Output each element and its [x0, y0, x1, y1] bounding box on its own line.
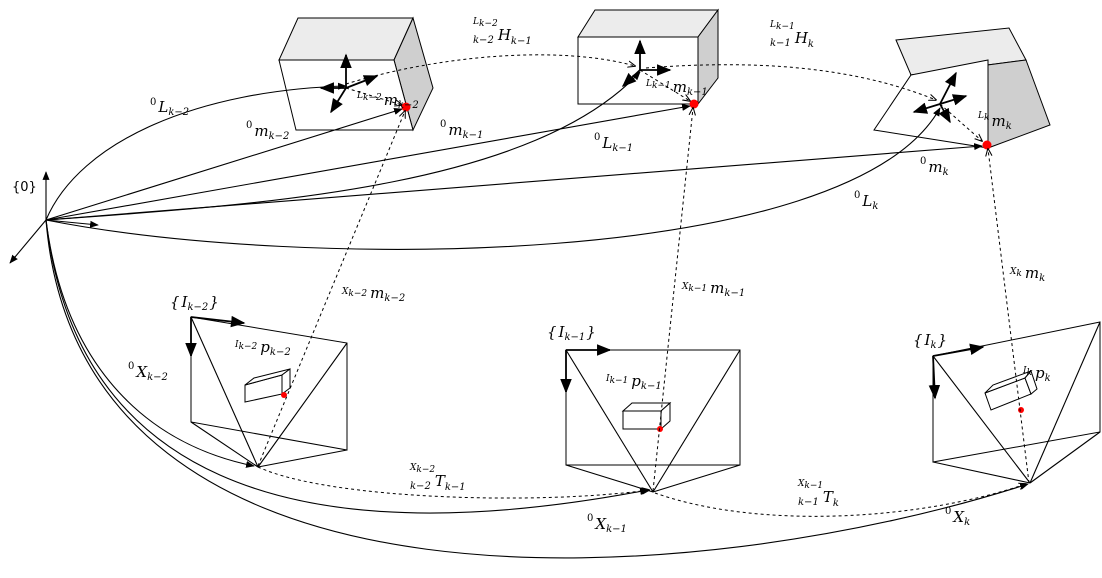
svg-text:{Ik−1}: {Ik−1}	[547, 323, 596, 343]
svg-text:Lk−2mk−2: Lk−2mk−2	[356, 91, 419, 111]
world-to-point-m-arrow-k-2	[45, 107, 403, 221]
camera-transform-arrow-2	[654, 484, 1026, 517]
world-to-object-L-arrow-k	[45, 107, 941, 250]
camera-to-point-arrow-k-1	[652, 108, 693, 492]
camera-to-point-arrow-k-2	[257, 111, 405, 467]
world-to-camera-X-arrow-k	[45, 219, 1029, 559]
svg-text:0Lk−1: 0Lk−1	[594, 132, 633, 154]
world-axis-diag-arrow	[9, 219, 47, 264]
svg-text:Xk−2: Xk−2	[409, 463, 435, 475]
label-camera-frame-k-2: {Ik−2}	[170, 293, 219, 313]
local-m-arrow-k-1	[639, 69, 690, 101]
object-transform-arrow-1	[345, 54, 635, 85]
world-frame-label: {0}	[12, 180, 37, 195]
object-frame-k-axes	[912, 71, 968, 124]
world-to-object-L-arrow-k-2	[45, 82, 347, 221]
svg-text:Xk−1mk−1: Xk−1mk−1	[681, 279, 745, 299]
object-frame-k-2-axes	[319, 53, 379, 114]
svg-text:Ik−2pk−2: Ik−2pk−2	[234, 338, 291, 358]
label-camera-frame-k: {Ik}	[913, 331, 947, 351]
world-axis-right-arrow	[45, 219, 99, 228]
svg-text:k−2Hk−1: k−2Hk−1	[473, 26, 532, 47]
camera-frustum-k-2	[185, 315, 348, 468]
world-to-point-m-arrow-k-1	[45, 103, 691, 221]
svg-text:0Xk: 0Xk	[945, 506, 970, 528]
svg-text:Xk−2mk−2: Xk−2mk−2	[341, 284, 405, 304]
svg-text:0mk−2: 0mk−2	[246, 120, 289, 142]
local-m-arrow-k-2	[345, 87, 402, 105]
svg-text:k−1Hk: k−1Hk	[770, 29, 814, 50]
svg-text:0Xk−2: 0Xk−2	[128, 361, 168, 383]
svg-text:{Ik}: {Ik}	[913, 331, 947, 351]
world-to-camera-X-arrow-k-2	[45, 219, 255, 468]
svg-text:Lk−1: Lk−1	[769, 20, 795, 32]
camera-frustum-k-1	[560, 344, 741, 493]
svg-text:Xk−1: Xk−1	[797, 479, 823, 491]
object-box-k-2	[278, 16, 434, 132]
object-transform-arrow-2	[645, 64, 936, 100]
camera-frustum-k	[928, 321, 1101, 484]
svg-text:0mk−1: 0mk−1	[440, 119, 483, 141]
svg-text:0Lk−2: 0Lk−2	[150, 97, 189, 118]
svg-text:0Lk: 0Lk	[854, 190, 878, 212]
world-to-camera-X-arrow-k-1	[45, 219, 649, 514]
svg-text:0mk: 0mk	[920, 156, 949, 178]
svg-text:Ik−1pk−1: Ik−1pk−1	[605, 372, 662, 392]
camera-to-point-arrow-k	[988, 149, 1030, 484]
feature-point-k-1	[689, 99, 699, 109]
label-camera-frame-k-1: {Ik−1}	[547, 323, 596, 343]
world-to-point-m-arrow-k	[45, 143, 983, 221]
feature-point-k	[982, 140, 992, 150]
svg-text:{Ik−2}: {Ik−2}	[170, 293, 219, 313]
svg-text:k−2Tk−1: k−2Tk−1	[410, 472, 466, 493]
svg-text:k−1Tk: k−1Tk	[798, 488, 839, 509]
camera-transform-arrow-1	[257, 466, 649, 499]
svg-text:Lk−1mk−1: Lk−1mk−1	[645, 78, 708, 98]
svg-text:Lk−2: Lk−2	[472, 17, 498, 29]
world-frame: {0}	[9, 171, 99, 264]
svg-text:0Xk−1: 0Xk−1	[587, 513, 627, 535]
object-box-k	[873, 27, 1051, 149]
